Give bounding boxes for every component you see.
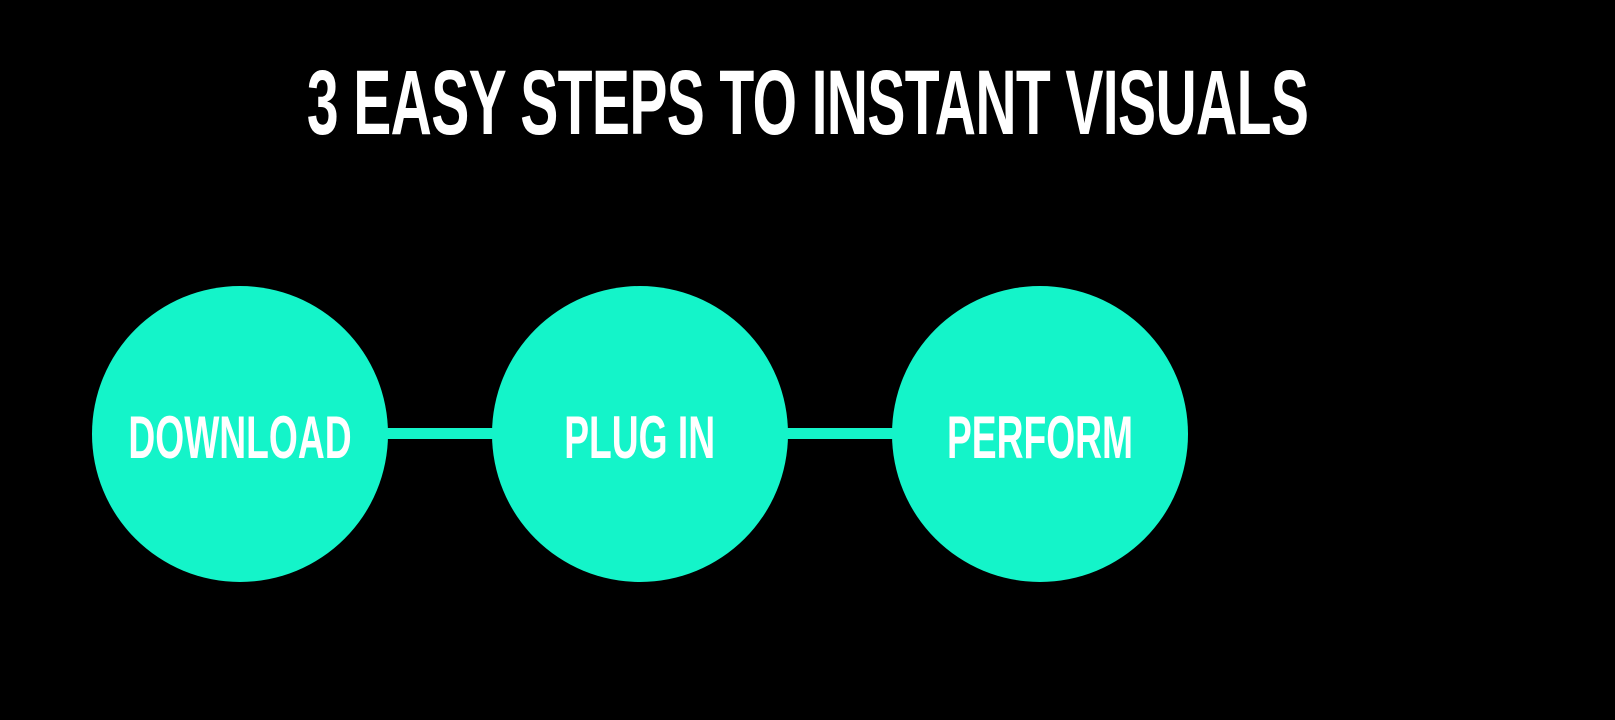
step-circle-plug-in: PLUG IN (492, 286, 788, 582)
connector-line-1 (380, 428, 500, 439)
page-title-text: 3 EASY STEPS TO INSTANT VISUALS (306, 52, 1309, 154)
connector-line-2 (780, 428, 900, 439)
slide: 3 EASY STEPS TO INSTANT VISUALS DOWNLOAD… (0, 48, 1309, 582)
step-label-download: DOWNLOAD (128, 404, 352, 471)
step-label-perform: PERFORM (947, 404, 1133, 471)
step-circle-download: DOWNLOAD (92, 286, 388, 582)
page-title: 3 EASY STEPS TO INSTANT VISUALS (0, 48, 1309, 158)
step-circle-perform: PERFORM (892, 286, 1188, 582)
step-label-plug-in: PLUG IN (564, 404, 716, 471)
